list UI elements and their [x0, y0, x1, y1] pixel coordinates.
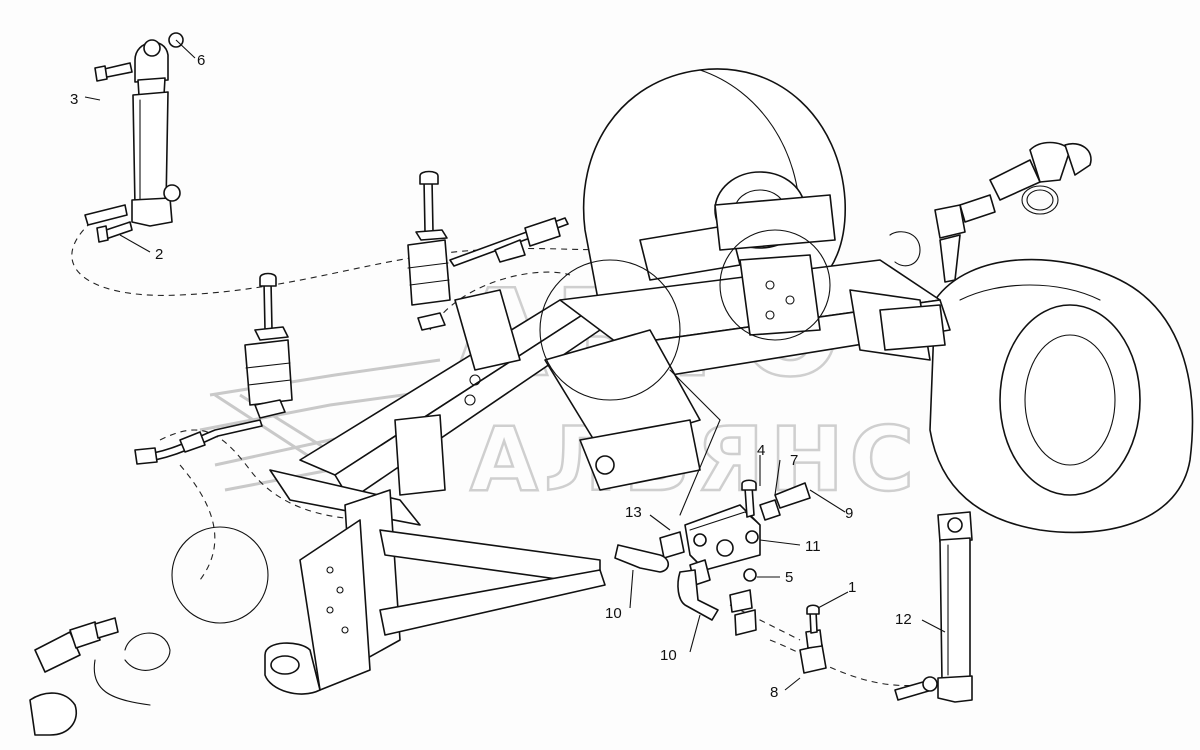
quick-coupler-left	[29, 617, 171, 736]
callout-4: 4	[757, 442, 765, 459]
clamp-assembly-upper	[407, 170, 451, 331]
callout-5: 5	[785, 569, 793, 586]
callout-2: 2	[155, 246, 163, 263]
callout-leaders	[84, 39, 946, 691]
callout-3: 3	[70, 91, 78, 108]
hydraulic-cylinder-right	[894, 511, 973, 703]
callout-labels: 6 3 2 4 7 9 13 11 5 1 10 10 12 8	[70, 52, 912, 701]
hydraulic-cylinder-left	[84, 32, 184, 243]
hydraulic-lines	[134, 217, 569, 465]
callout-11: 11	[805, 538, 821, 555]
callout-13: 13	[625, 504, 642, 521]
quick-coupler-right	[889, 141, 1092, 283]
callout-9: 9	[845, 505, 853, 522]
callout-7: 7	[790, 452, 798, 469]
drawbar-frame	[264, 289, 606, 695]
callout-6: 6	[197, 52, 205, 69]
valve-block	[614, 479, 811, 636]
detail-circles	[171, 229, 831, 624]
callout-12: 12	[895, 611, 912, 628]
clamp-small	[799, 604, 827, 674]
callout-8: 8	[770, 684, 778, 701]
callout-10-upper: 10	[605, 605, 622, 622]
callout-1: 1	[848, 579, 856, 596]
clamp-assembly-lower	[244, 272, 293, 419]
callout-10-lower: 10	[660, 647, 677, 664]
right-wheel	[929, 258, 1194, 534]
